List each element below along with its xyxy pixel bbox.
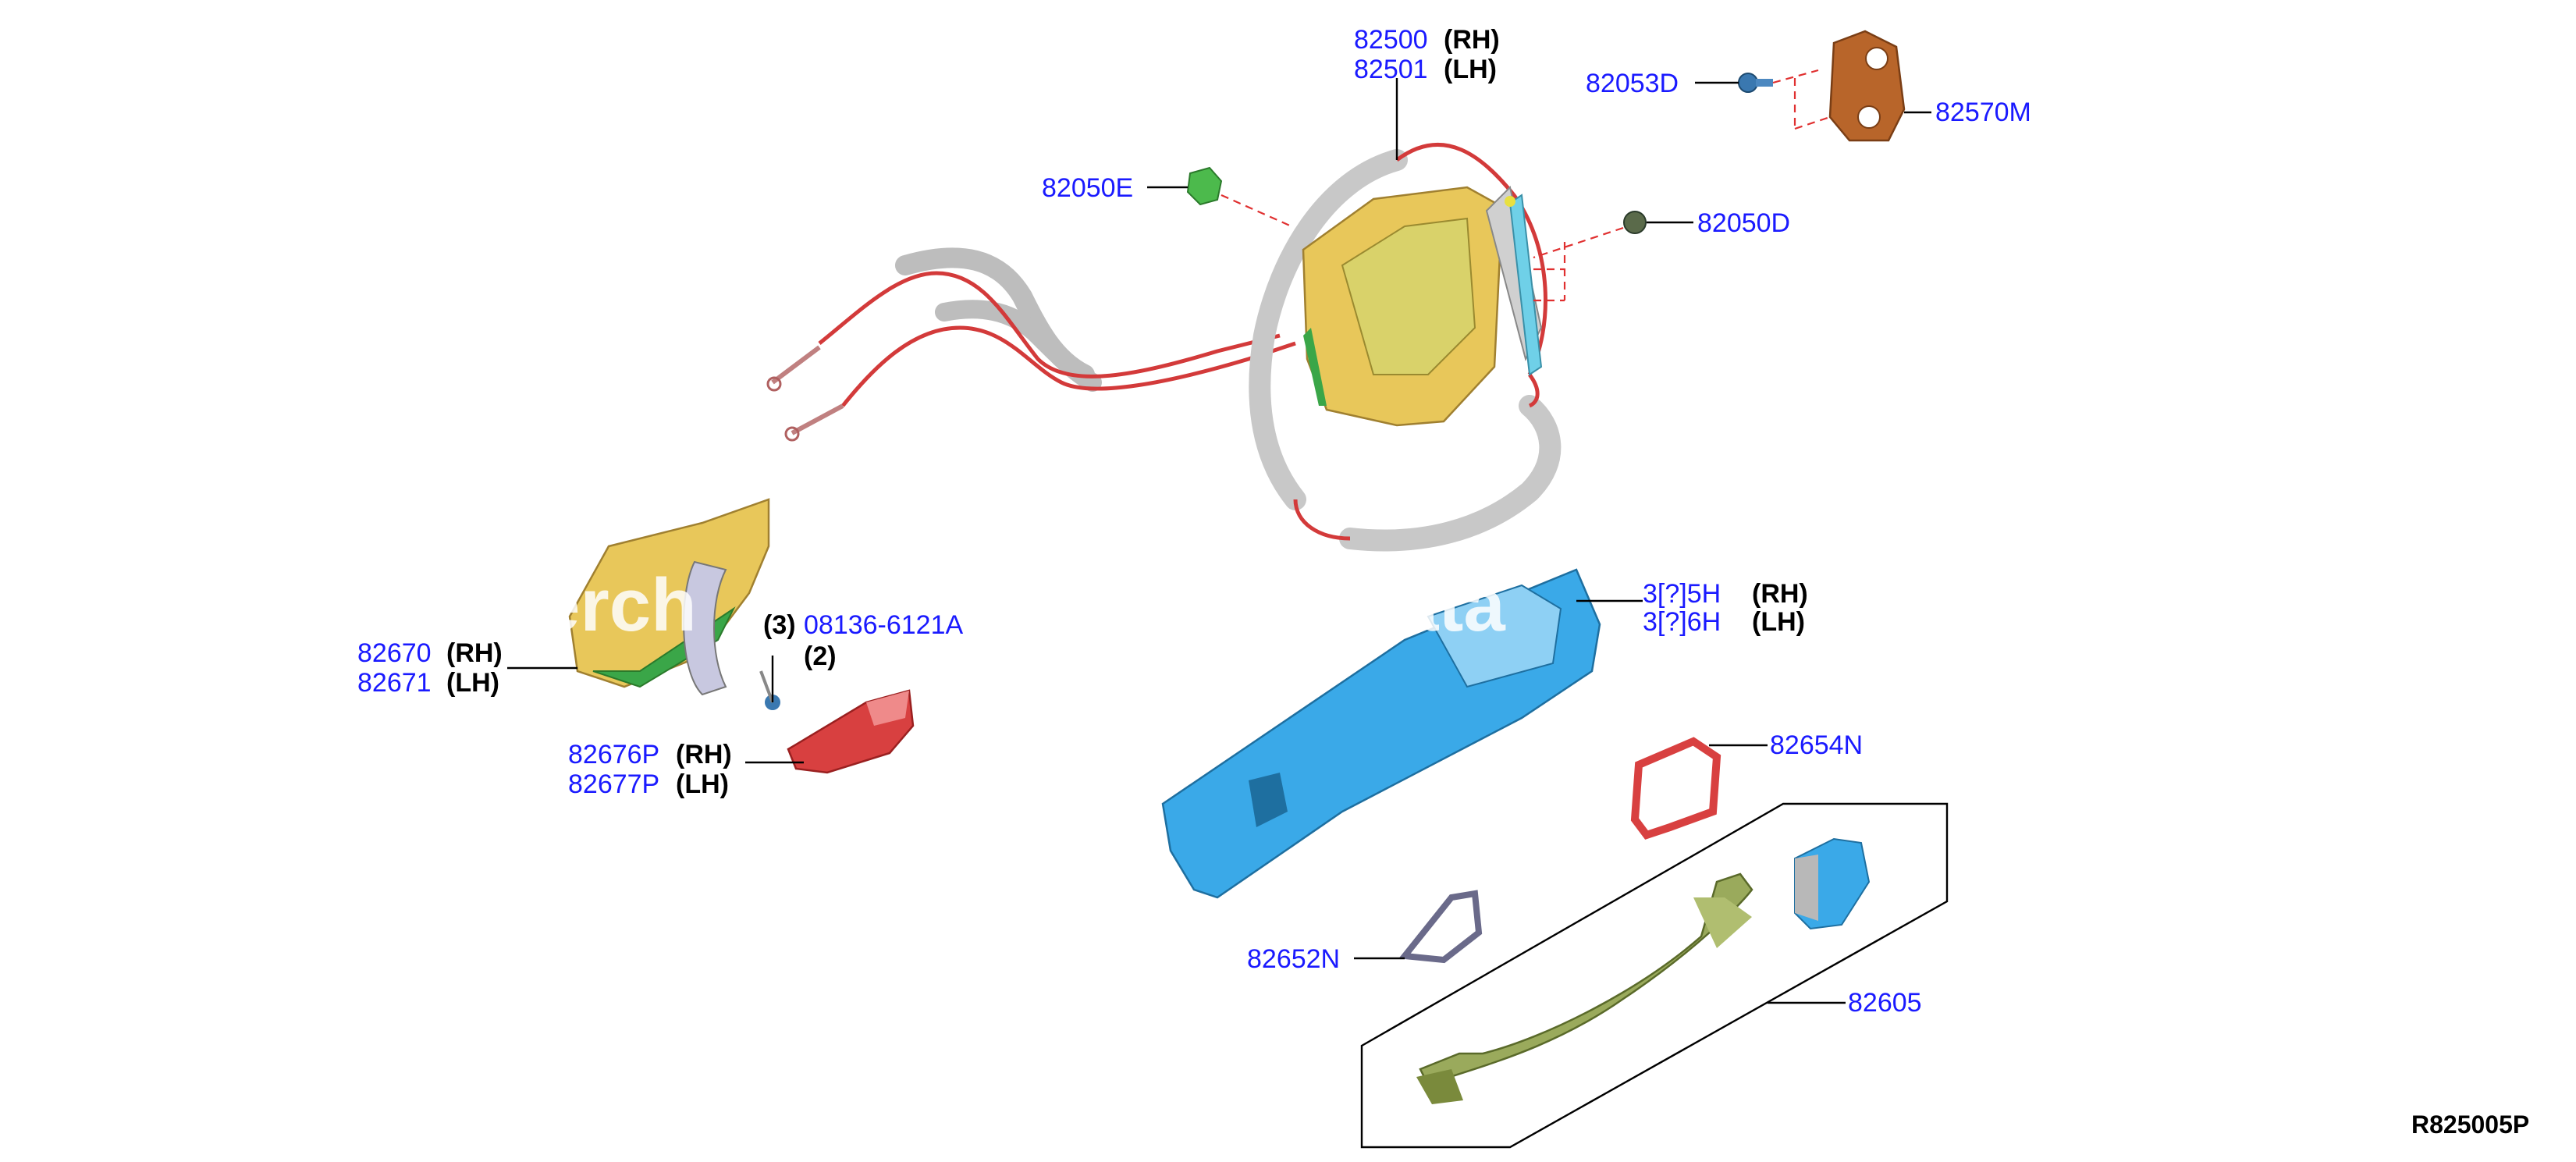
label-82050E[interactable]: 82050E: [1042, 173, 1133, 203]
watermark-left: erch: [538, 563, 697, 647]
diagram-reference: R825005P: [2411, 1110, 2529, 1139]
inside-handle-escutcheon: [787, 689, 915, 774]
part-number[interactable]: 82053D: [1586, 69, 1679, 98]
side-indicator: (RH): [446, 638, 503, 668]
label-82677P[interactable]: 82677P (LH): [568, 769, 729, 799]
side-indicator: (LH): [446, 668, 499, 698]
lock-screw: [1738, 69, 1831, 130]
label-82570M[interactable]: 82570M: [1935, 98, 2031, 127]
side-indicator: (RH): [1752, 579, 1808, 609]
label-82652N[interactable]: 82652N: [1247, 944, 1340, 974]
label-82050D[interactable]: 82050D: [1697, 208, 1790, 238]
side-indicator: (LH): [676, 769, 729, 799]
door-striker: [1828, 30, 1906, 142]
label-82654N[interactable]: 82654N: [1770, 730, 1863, 760]
lock-rod-cables: [766, 143, 1562, 552]
part-number[interactable]: 82670: [357, 638, 432, 668]
cable-grommet: [1533, 211, 1647, 302]
outside-handle-bracket: [1161, 568, 1601, 899]
outside-handle-grip: [1360, 802, 1949, 1149]
part-number[interactable]: 82500: [1354, 25, 1428, 55]
leader-lines: [507, 78, 1931, 1004]
label-82605[interactable]: 82605: [1848, 988, 1922, 1018]
label-08136-6121A[interactable]: (3) 08136-6121A (2): [763, 610, 964, 671]
part-number[interactable]: 08136-6121A: [804, 610, 964, 640]
label-82671[interactable]: 82671 (LH): [357, 668, 499, 698]
label-82053D[interactable]: 82053D: [1586, 69, 1679, 98]
side-indicator: (LH): [1444, 55, 1497, 84]
part-number[interactable]: 82652N: [1247, 944, 1340, 974]
label-82670[interactable]: 82670 (RH): [357, 638, 503, 668]
part-number[interactable]: 82570M: [1935, 98, 2031, 127]
handle-gasket-front: [1398, 890, 1483, 964]
side-indicator: (LH): [1752, 607, 1805, 637]
part-number[interactable]: 82671: [357, 668, 432, 698]
rod-clip: [1186, 166, 1292, 228]
label-82676P[interactable]: 82676P (RH): [568, 740, 732, 769]
outside-handle-cap: [1794, 837, 1871, 930]
quantity: (2): [804, 641, 837, 671]
part-number[interactable]: 82676P: [568, 740, 659, 769]
watermark-right: ata: [1397, 563, 1505, 647]
label-826x5H[interactable]: 3[?]5H (RH): [1643, 579, 1808, 609]
part-number[interactable]: 82050E: [1042, 173, 1133, 203]
label-826x6H[interactable]: 3[?]6H (LH): [1643, 607, 1805, 637]
label-82500[interactable]: 82500 (RH): [1354, 25, 1500, 55]
part-number[interactable]: 82605: [1848, 988, 1922, 1018]
part-number[interactable]: 82677P: [568, 769, 659, 799]
handle-gasket-rear: [1630, 737, 1721, 840]
inside-handle-assembly: [568, 498, 780, 710]
label-82501[interactable]: 82501 (LH): [1354, 55, 1497, 84]
side-indicator: (RH): [676, 740, 732, 769]
part-number[interactable]: 82050D: [1697, 208, 1790, 238]
door-lock-actuator: [1302, 186, 1543, 427]
part-number[interactable]: 3[?]6H: [1643, 607, 1721, 637]
side-indicator: (RH): [1444, 25, 1500, 55]
part-number[interactable]: 82654N: [1770, 730, 1863, 760]
quantity-prefix: (3): [763, 610, 796, 640]
part-number[interactable]: 82501: [1354, 55, 1428, 84]
part-number[interactable]: 3[?]5H: [1643, 579, 1721, 609]
